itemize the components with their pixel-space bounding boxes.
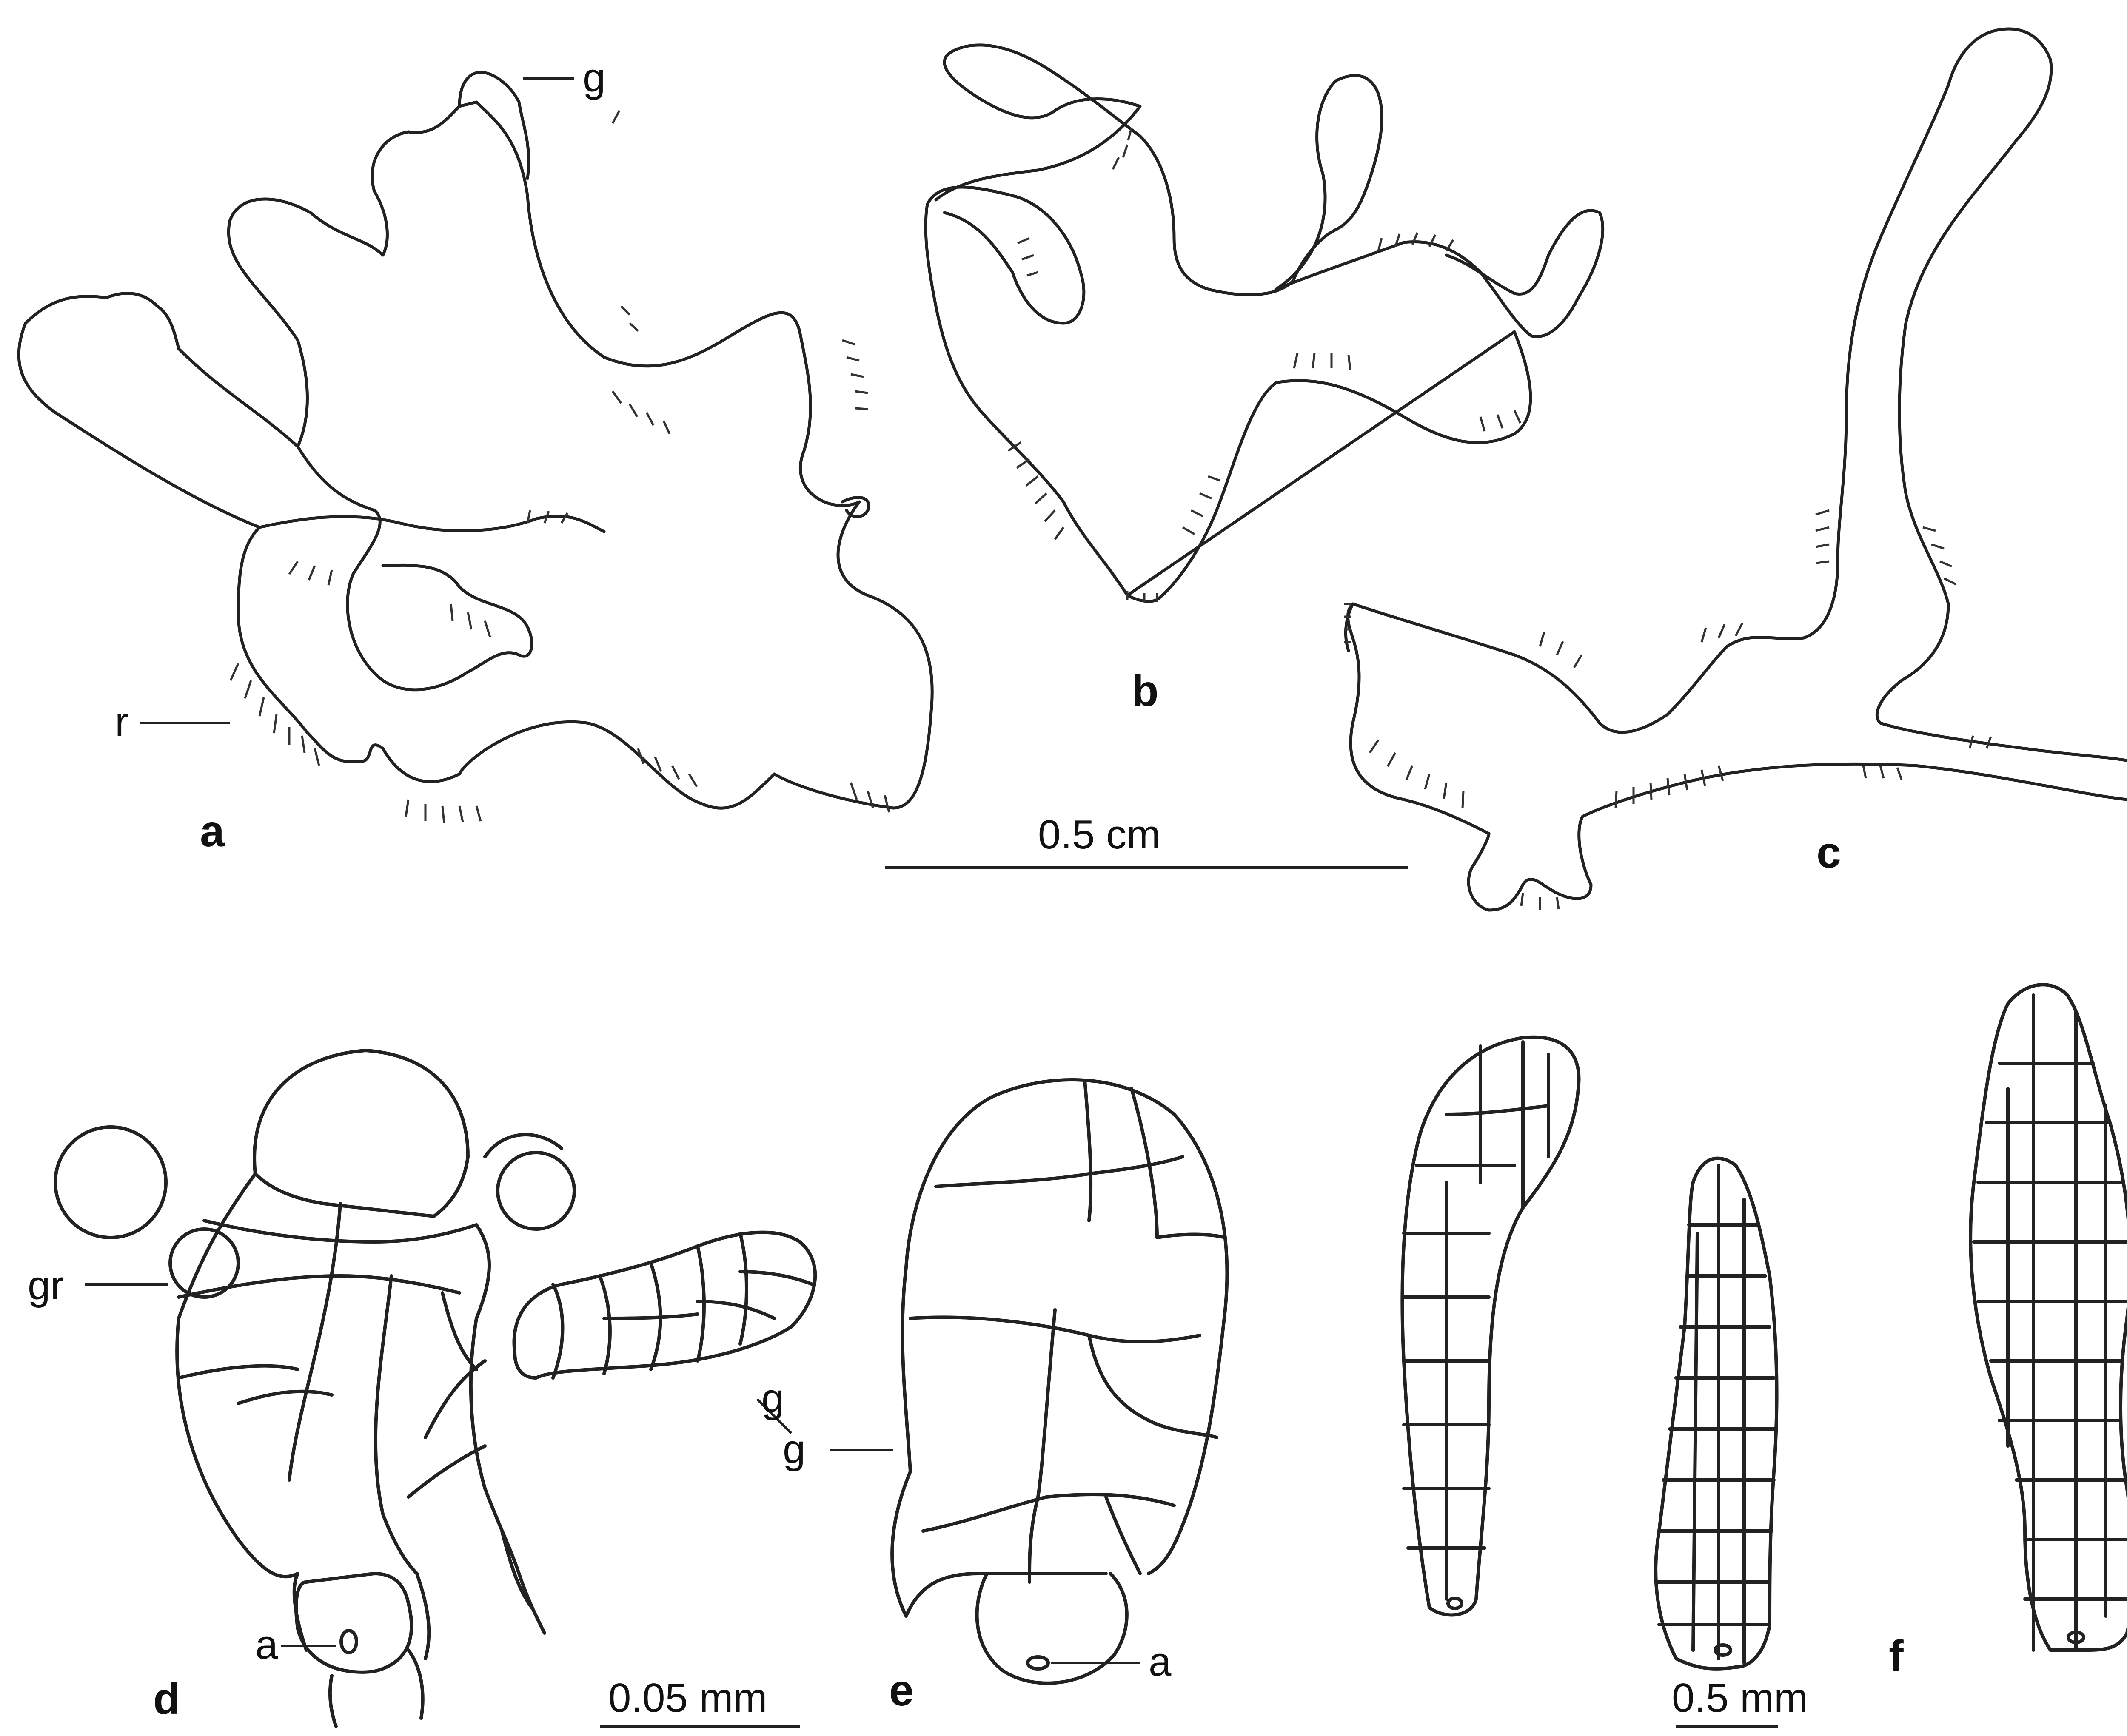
panel-label-e: e [889,1666,914,1715]
panel-label-d: d [153,1674,180,1724]
germling-e [892,1080,1227,1683]
scale-bar-top: 0.5 cm [885,812,1408,868]
label-g-e: g [783,1426,893,1472]
thallus-c [1346,29,2127,910]
thallus-a [19,72,932,808]
panel-label-c: c [1816,828,1841,877]
svg-text:g: g [761,1375,784,1421]
label-gr: gr [28,1263,168,1308]
panel-label-f: f [1889,1632,1904,1681]
svg-text:g: g [783,1426,805,1472]
svg-text:gr: gr [28,1263,64,1308]
germling-d [55,1050,815,1727]
panel-label-b: b [1132,666,1159,716]
thallus-b [926,45,1603,601]
label-g-top: g [523,55,605,100]
gemma-f-1 [1402,1037,1579,1615]
gemma-f-2 [1656,1158,1776,1669]
svg-text:0.5 cm: 0.5 cm [1038,812,1160,857]
svg-text:a: a [1149,1639,1172,1685]
scale-bar-bottom-left: 0.05 mm [600,1675,800,1727]
svg-text:g: g [583,55,605,100]
svg-text:0.5 mm: 0.5 mm [1672,1675,1808,1721]
rhizoids-a [231,111,889,823]
scale-bar-bottom-right: 0.5 mm [1672,1675,1808,1727]
svg-text:0.05 mm: 0.05 mm [608,1675,767,1721]
label-a-d: a [255,1622,336,1668]
label-g-d: g [757,1375,791,1433]
svg-text:a: a [255,1622,278,1668]
panel-label-a: a [200,807,225,856]
gemma-f-3 [1970,985,2127,1650]
rhizoids-b [1008,128,1520,602]
label-a-e: a [1051,1639,1172,1685]
label-r: r [115,699,230,745]
svg-text:r: r [115,699,128,745]
rhizoids-c [1344,510,1991,910]
